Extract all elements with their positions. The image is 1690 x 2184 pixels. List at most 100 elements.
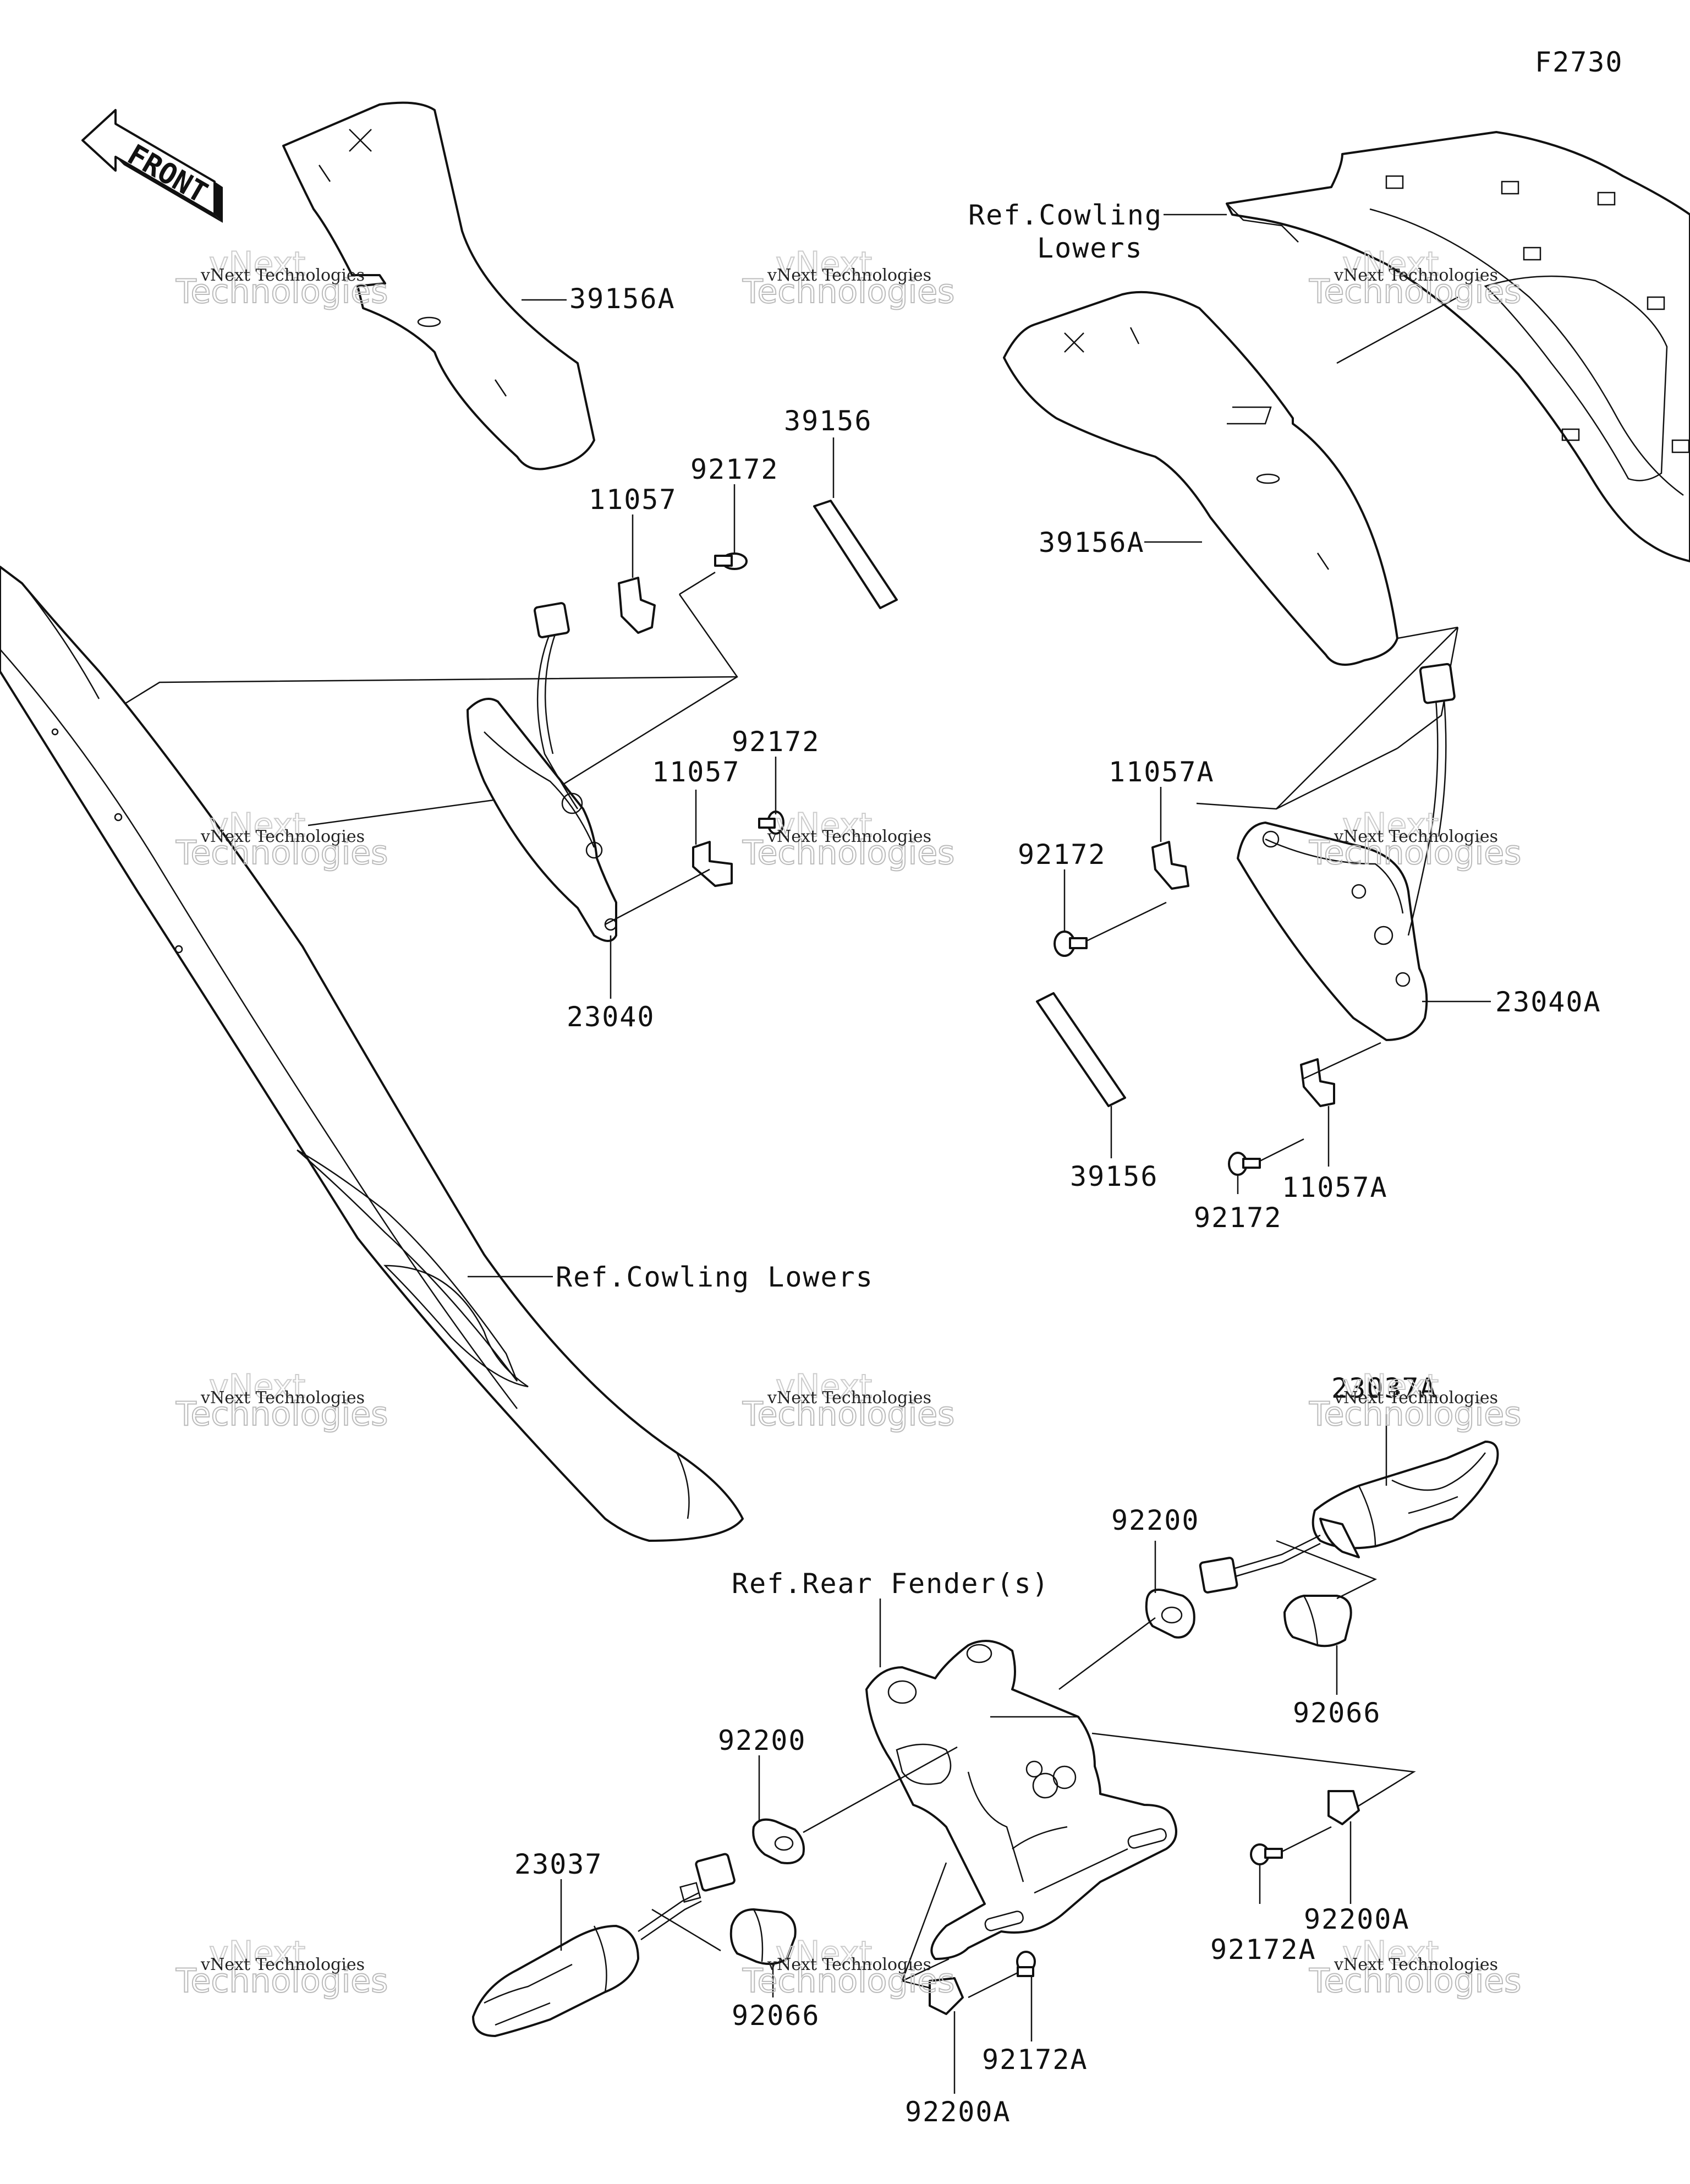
label-ref-rear-fender: Ref.Rear Fender(s): [732, 1568, 1050, 1600]
watermarks: Technologies vNext vNext Technologies Te…: [175, 244, 1522, 2001]
svg-text:vNext: vNext: [1342, 1367, 1439, 1406]
clip-92200A-bottom[interactable]: [929, 1977, 964, 2015]
bracket-11057-top[interactable]: [618, 577, 656, 634]
label-92172-mid: 92172: [732, 726, 820, 758]
bracket-11057A-bottom[interactable]: [1300, 1058, 1335, 1107]
turn-signal-23037[interactable]: [472, 1925, 639, 2037]
label-11057A-top: 11057A: [1109, 756, 1215, 788]
connector-23037A-icon[interactable]: [1199, 1534, 1321, 1594]
clip-92200A-right[interactable]: [1327, 1790, 1360, 1825]
label-ref-cowling-lowers-left: Ref.Cowling Lowers: [556, 1261, 874, 1293]
clip-92066-left[interactable]: [729, 1908, 797, 1965]
svg-text:vNext: vNext: [209, 806, 305, 845]
svg-text:vNext: vNext: [1342, 806, 1439, 845]
strip-39156-left[interactable]: [813, 500, 898, 609]
label-92066-right: 92066: [1293, 1697, 1381, 1729]
label-23040: 23040: [567, 1001, 655, 1033]
screw-92172A-right-icon[interactable]: [1250, 1843, 1283, 1865]
svg-text:vNext Technologies: vNext Technologies: [200, 1955, 365, 1974]
label-92172A-bottom: 92172A: [982, 2044, 1088, 2076]
figure-code: F2730: [1535, 46, 1623, 78]
svg-text:vNext Technologies: vNext Technologies: [767, 1388, 931, 1408]
label-ref-cowling-upper-l1: Ref.Cowling: [968, 199, 1162, 231]
svg-text:vNext Technologies: vNext Technologies: [1334, 266, 1498, 285]
label-23037A: 23037A: [1331, 1372, 1437, 1404]
front-arrow-label: FRONT: [122, 138, 213, 210]
pad-marks-right: [1064, 327, 1330, 570]
svg-text:vNext: vNext: [1342, 245, 1439, 283]
front-arrow-icon: FRONT: [81, 109, 223, 223]
svg-text:vNext: vNext: [776, 1367, 872, 1406]
svg-text:vNext Technologies: vNext Technologies: [1334, 1955, 1498, 1974]
label-92172-top: 92172: [690, 453, 779, 485]
screw-92172-right-top-icon[interactable]: [1053, 930, 1088, 957]
label-39156-right: 39156: [1070, 1161, 1159, 1192]
svg-text:Technologies: Technologies: [175, 1962, 388, 2000]
screw-92172A-bottom-icon[interactable]: [1016, 1951, 1036, 1977]
grommet-92200-left[interactable]: [752, 1818, 805, 1864]
pad-marks-left: [318, 129, 507, 397]
signal-housing-23040[interactable]: [467, 698, 617, 942]
label-92200-left: 92200: [718, 1725, 806, 1756]
svg-text:Technologies: Technologies: [742, 1962, 954, 2000]
pad-39156A-left[interactable]: [282, 101, 595, 470]
label-39156A-left: 39156A: [569, 283, 676, 315]
svg-text:Technologies: Technologies: [1309, 1395, 1521, 1433]
cowling-lower-right[interactable]: [1226, 131, 1690, 562]
svg-text:vNext: vNext: [776, 806, 872, 845]
label-11057-mid: 11057: [652, 756, 740, 788]
label-ref-cowling-upper-l2: Lowers: [1037, 232, 1143, 264]
label-92172-right-bottom: 92172: [1194, 1202, 1282, 1234]
svg-text:Technologies: Technologies: [1309, 272, 1521, 311]
label-92200A-bottom: 92200A: [905, 2096, 1011, 2128]
svg-text:vNext: vNext: [776, 1934, 872, 1973]
svg-text:vNext Technologies: vNext Technologies: [1334, 827, 1498, 846]
svg-text:Technologies: Technologies: [1309, 834, 1521, 872]
connector-23037-icon[interactable]: [638, 1853, 736, 1941]
bracket-11057A-top[interactable]: [1151, 841, 1189, 890]
svg-text:vNext Technologies: vNext Technologies: [200, 827, 365, 846]
grommet-92200-right[interactable]: [1145, 1589, 1195, 1639]
label-23037: 23037: [514, 1848, 603, 1880]
svg-text:Technologies: Technologies: [175, 272, 388, 311]
svg-text:vNext: vNext: [776, 245, 872, 283]
pad-39156A-right[interactable]: [1003, 291, 1398, 666]
label-11057-top: 11057: [589, 484, 677, 516]
cowling-clips-icon: [1385, 175, 1690, 453]
label-92200-right: 92200: [1111, 1504, 1200, 1536]
svg-text:vNext: vNext: [209, 1934, 305, 1973]
svg-text:vNext Technologies: vNext Technologies: [767, 266, 931, 285]
svg-text:Technologies: Technologies: [175, 1395, 388, 1433]
label-92066-left: 92066: [732, 2000, 820, 2032]
svg-text:vNext: vNext: [1342, 1934, 1439, 1973]
screw-92172-top-icon[interactable]: [714, 552, 748, 570]
svg-text:Technologies: Technologies: [1309, 1962, 1521, 2000]
svg-text:vNext Technologies: vNext Technologies: [767, 827, 931, 846]
screw-92172-right-bottom-icon[interactable]: [1228, 1152, 1261, 1176]
svg-text:Technologies: Technologies: [742, 1395, 954, 1433]
rear-fender[interactable]: [865, 1640, 1177, 1960]
svg-text:vNext Technologies: vNext Technologies: [767, 1955, 931, 1974]
bracket-11057-mid[interactable]: [692, 841, 733, 887]
svg-text:Technologies: Technologies: [175, 834, 388, 872]
label-92172A-right: 92172A: [1210, 1934, 1316, 1966]
label-39156-left: 39156: [784, 405, 873, 437]
cowling-lower-left[interactable]: [0, 566, 744, 1542]
svg-text:Technologies: Technologies: [742, 834, 954, 872]
svg-text:Technologies: Technologies: [742, 272, 954, 311]
connector-23040A-icon[interactable]: [1419, 663, 1456, 704]
connector-23040-icon[interactable]: [533, 602, 570, 638]
svg-text:vNext Technologies: vNext Technologies: [1334, 1388, 1498, 1408]
strip-39156-right[interactable]: [1036, 992, 1126, 1107]
svg-text:vNext Technologies: vNext Technologies: [200, 266, 365, 285]
svg-text:vNext: vNext: [209, 245, 305, 283]
signal-housing-23040A[interactable]: [1237, 822, 1428, 1041]
label-23040A: 23040A: [1495, 986, 1601, 1018]
turn-signal-23037A[interactable]: [1312, 1441, 1499, 1550]
svg-text:vNext: vNext: [209, 1367, 305, 1406]
label-92200A-right: 92200A: [1304, 1903, 1410, 1935]
clip-92066-right[interactable]: [1283, 1595, 1352, 1647]
svg-text:vNext Technologies: vNext Technologies: [200, 1388, 365, 1408]
label-11057A-bottom: 11057A: [1282, 1172, 1388, 1203]
